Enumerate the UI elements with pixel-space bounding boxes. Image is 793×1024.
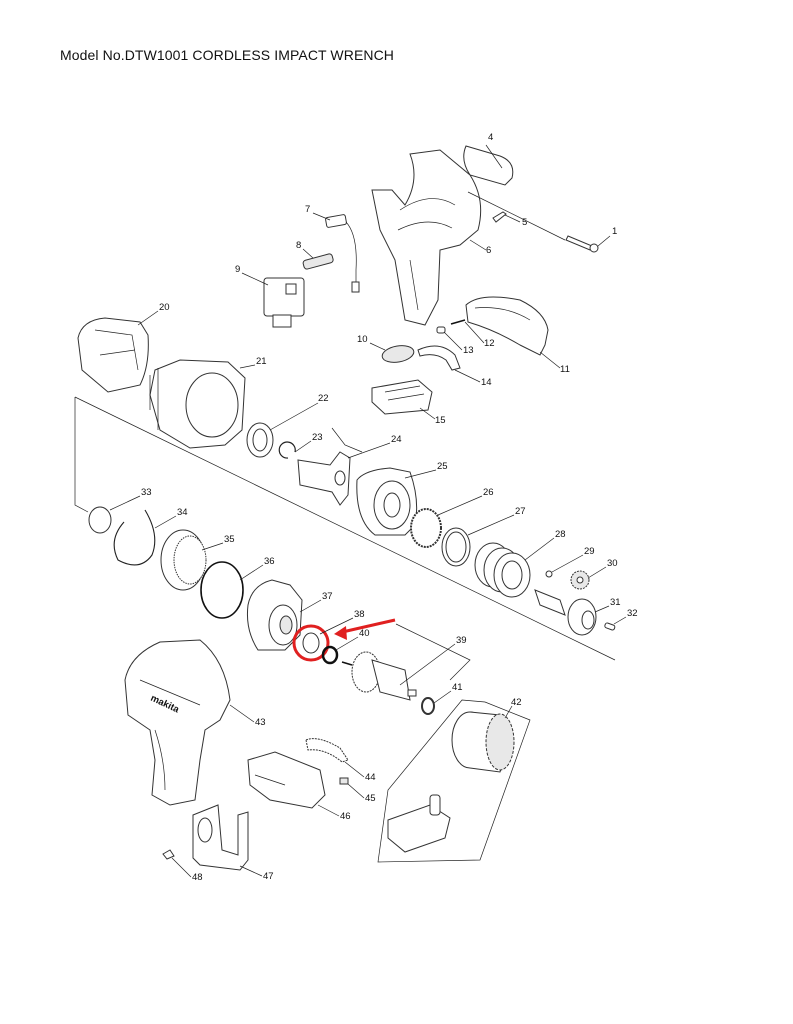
part-label-11: 11 [560,364,570,375]
part-label-30: 30 [607,558,618,569]
part-label-14: 14 [481,377,492,388]
part-1-bolt [565,235,593,251]
leader-lines [109,144,627,878]
part-label-38: 38 [354,609,365,620]
part-label-43: 43 [255,717,266,728]
part-14-curved-contact [417,345,461,371]
highlight-arrow-icon [334,618,396,640]
part-13-spring [436,326,446,334]
part-label-27: 27 [515,506,526,517]
part-5-screw [492,211,507,223]
part-44-spring [305,738,349,763]
part-37-gear-plate [247,579,303,651]
part-label-7: 7 [305,204,310,215]
part-label-1: 1 [612,226,617,237]
part-12-pin [450,319,466,325]
part-label-42: 42 [511,697,522,708]
part-label-36: 36 [264,556,275,567]
part-4-label-plate [463,145,514,186]
part-28-compression-spring [474,542,531,598]
part-label-37: 37 [322,591,333,602]
part-number-labels: 1 4 5 6 7 8 9 10 11 12 13 14 15 20 21 22… [141,132,638,883]
part-label-25: 25 [437,461,448,472]
part-42-stator [451,711,515,773]
part-25-hammer [356,467,418,536]
part-label-46: 46 [340,811,351,822]
part-32-pin [604,622,616,631]
part-label-10: 10 [357,334,368,345]
part-47-belt-hook [192,804,249,871]
part-29-o-ring [545,570,553,578]
part-label-41: 41 [452,682,463,693]
part-label-6: 6 [486,245,491,256]
part-label-12: 12 [484,338,495,349]
part-label-28: 28 [555,529,566,540]
part-31-anvil [534,589,597,636]
part-label-29: 29 [584,546,595,557]
part-label-34: 34 [177,507,188,518]
part-label-13: 13 [463,345,474,356]
part-48-screw [162,849,175,860]
part-11-housing-cap [465,296,549,356]
part-label-21: 21 [256,356,267,367]
part-label-45: 45 [365,793,376,804]
part-label-15: 15 [435,415,446,426]
part-label-47: 47 [263,871,274,882]
part-label-40: 40 [359,628,370,639]
part-8-cover-strip [302,253,334,270]
part-label-24: 24 [391,434,402,445]
part-7-switch [325,214,347,228]
part-label-5: 5 [522,217,527,228]
part-38-washer [302,632,320,654]
part-39-rotor [341,651,417,701]
highlight-circle [292,624,330,662]
part-35-internal-gear [160,529,207,591]
part-10-button-cap [381,345,415,363]
part-45-terminal [339,777,349,785]
part-label-48: 48 [192,872,203,883]
part-26-steel-balls [410,508,442,548]
part-label-22: 22 [318,393,329,404]
part-20-front-cover [77,317,149,393]
group-boundary-lines [74,396,616,863]
part-label-35: 35 [224,534,235,545]
part-24-spindle [297,451,351,506]
part-34-retaining-ring [113,509,156,566]
part-label-9: 9 [235,264,240,275]
page-title: Model No.DTW1001 CORDLESS IMPACT WRENCH [60,47,395,63]
part-41-bearing [421,697,435,715]
switch-circuit-board [387,794,451,853]
part-15-terminal-block [371,379,433,415]
part-36-o-ring [200,561,244,619]
part-label-4: 4 [488,132,493,143]
part-label-8: 8 [296,240,301,251]
part-21-gear-housing [149,359,246,449]
part-33-o-ring [88,506,112,534]
part-label-32: 32 [627,608,638,619]
part-label-39: 39 [456,635,467,646]
part-label-23: 23 [312,432,323,443]
part-6-housing-half [371,149,482,326]
part-23-retaining-ring [278,441,296,459]
part-label-31: 31 [610,597,621,608]
part-label-26: 26 [483,487,494,498]
part-label-20: 20 [159,302,170,313]
part-9-switch-unit [263,277,305,328]
part-43-housing-set: makita [124,639,231,806]
part-label-44: 44 [365,772,376,783]
part-label-33: 33 [141,487,152,498]
part-46-battery-holder [247,751,326,809]
part-40-bearing [321,645,339,665]
